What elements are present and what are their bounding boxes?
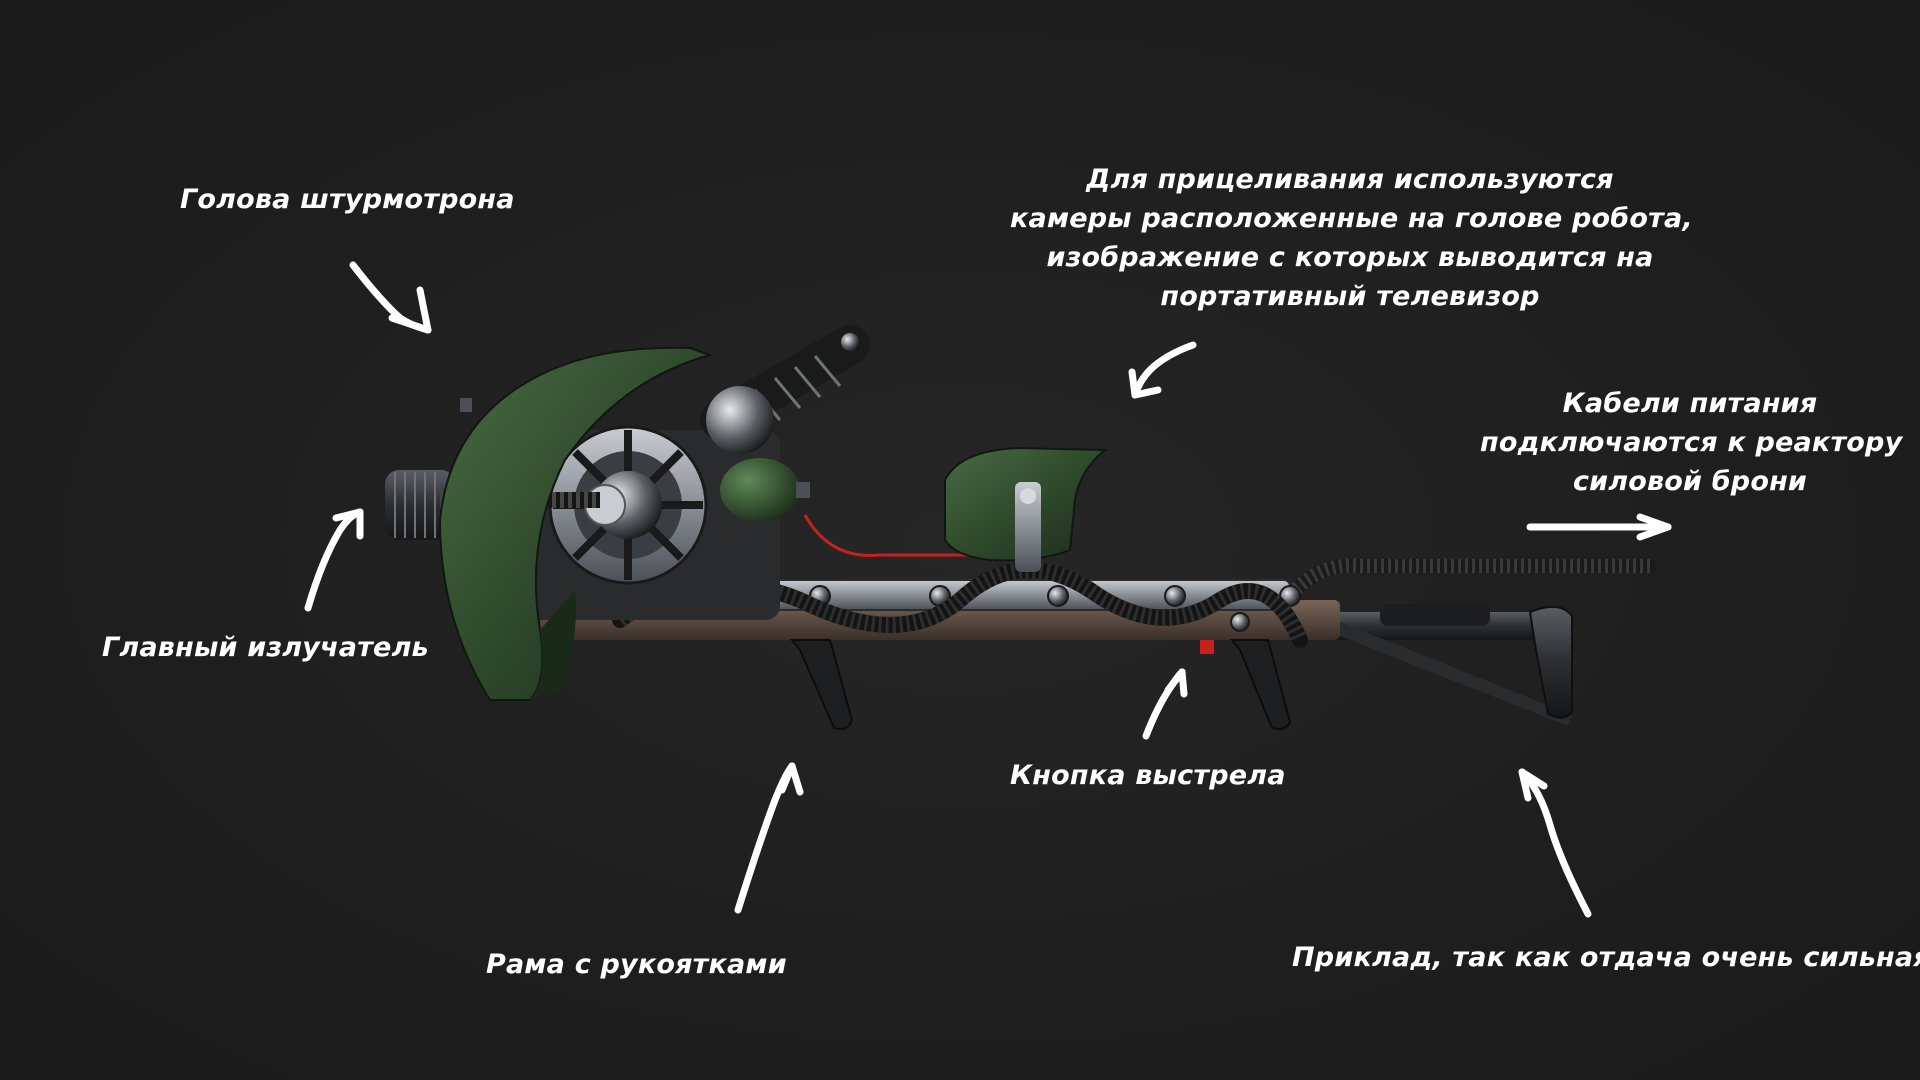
label-power-line-1: Кабели питания	[1562, 388, 1818, 419]
rear-handle	[1229, 639, 1292, 731]
label-power-line-3: силовой брони	[1572, 466, 1808, 497]
label-power-line-2: подключаются к реактору	[1480, 427, 1903, 458]
label-camera-line-4: портативный телевизор	[1160, 281, 1540, 312]
fire-button-part	[1200, 640, 1214, 654]
front-handle	[789, 639, 854, 730]
label-robot-head: Голова штурмотрона	[180, 184, 515, 215]
armor-shell	[438, 346, 714, 701]
label-camera-line-3: изображение с которых выводится на	[1046, 242, 1654, 273]
label-camera-block: Для прицеливания используются камеры рас…	[1010, 160, 1693, 316]
stock	[1305, 604, 1573, 726]
label-power-block: Кабели питания подключаются к реактору с…	[1480, 384, 1903, 501]
portable-tv	[944, 446, 1108, 572]
label-main-emitter: Главный излучатель	[102, 632, 429, 663]
robot-head-mechanism	[520, 325, 870, 620]
label-fire-button: Кнопка выстрела	[1010, 760, 1286, 791]
label-stock: Приклад, так как отдача очень сильная	[1292, 942, 1920, 973]
red-wire	[803, 514, 990, 557]
label-camera-line-1: Для прицеливания используются	[1086, 164, 1614, 195]
label-frame-handles: Рама с рукоятками	[486, 949, 787, 980]
label-camera-line-2: камеры расположенные на голове робота,	[1010, 203, 1693, 234]
